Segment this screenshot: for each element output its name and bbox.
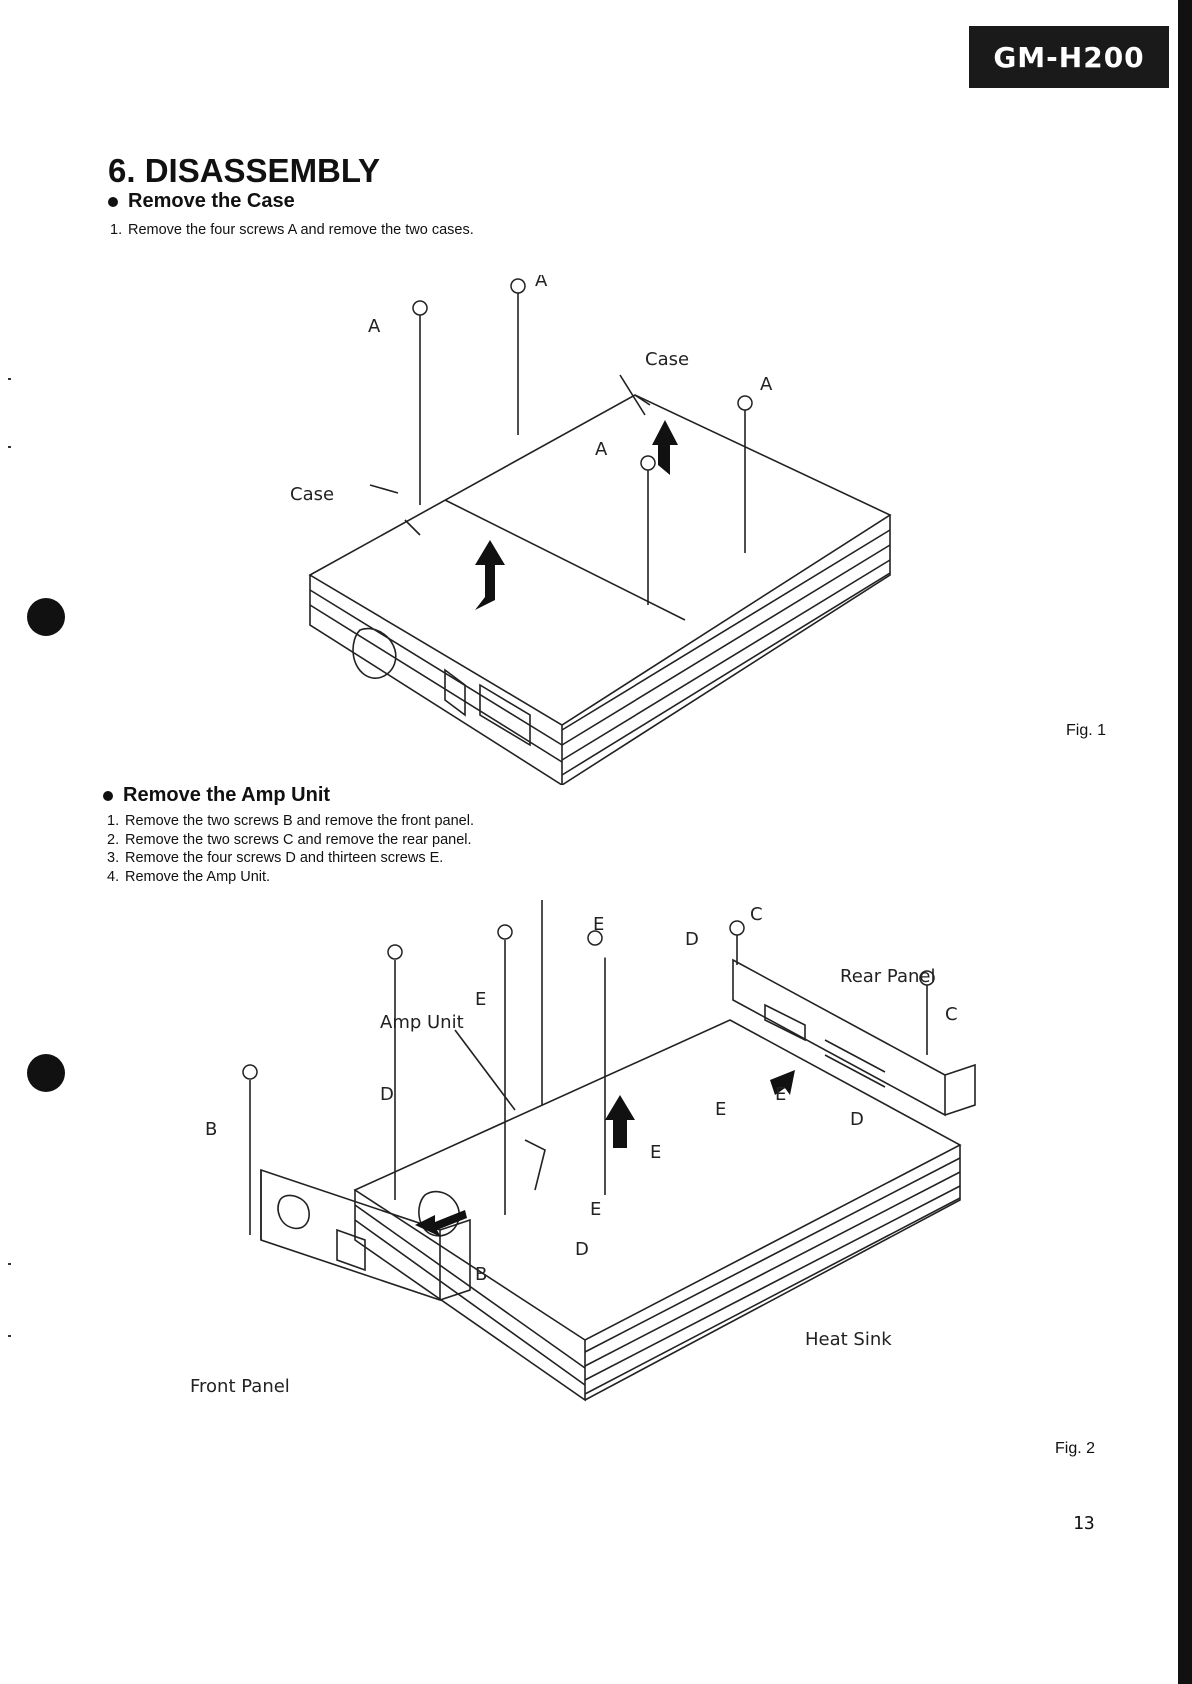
callout-screw-a: A bbox=[595, 439, 608, 460]
margin-tick bbox=[8, 378, 11, 380]
callout-case: Case bbox=[290, 484, 334, 505]
steps-list-amp-unit: 1.Remove the two screws B and remove the… bbox=[107, 812, 474, 886]
figure-1-label: Fig. 1 bbox=[1066, 722, 1107, 739]
callout-screw-d: D bbox=[685, 929, 699, 950]
callout-screw-e: E bbox=[593, 914, 604, 935]
punch-hole bbox=[27, 1054, 65, 1092]
callout-screw-b: B bbox=[475, 1264, 487, 1285]
page-title: 6. DISASSEMBLY bbox=[108, 152, 381, 189]
callout-screw-e: E bbox=[775, 1084, 786, 1105]
callout-screw-b: B bbox=[205, 1119, 217, 1140]
step-text: Remove the two screws B and remove the f… bbox=[125, 813, 474, 829]
callout-heat-sink: Heat Sink bbox=[805, 1329, 892, 1350]
section-heading-amp-unit: Remove the Amp Unit bbox=[103, 784, 330, 807]
callout-screw-a: A bbox=[535, 275, 548, 291]
margin-tick bbox=[8, 446, 11, 448]
figure-1-diagram: A A A A Case Case bbox=[290, 275, 892, 785]
callout-screw-d: D bbox=[575, 1239, 589, 1260]
callout-rear-panel: Rear Panel bbox=[840, 966, 935, 987]
figure-2-label: Fig. 2 bbox=[1055, 1440, 1096, 1457]
margin-tick bbox=[8, 1335, 11, 1337]
step-text: Remove the four screws D and thirteen sc… bbox=[125, 850, 444, 866]
callout-front-panel: Front Panel bbox=[190, 1376, 290, 1397]
bullet-icon bbox=[103, 790, 113, 801]
figure-2-diagram: B B C C D D D D E E E E E E Rear Panel A… bbox=[190, 900, 976, 1402]
callout-screw-c: C bbox=[945, 1004, 958, 1025]
callout-screw-e: E bbox=[650, 1142, 661, 1163]
callout-screw-e: E bbox=[475, 989, 486, 1010]
step-item: 2.Remove the two screws C and remove the… bbox=[107, 831, 472, 848]
section-heading-case: Remove the Case bbox=[108, 190, 295, 213]
page-number: 13 bbox=[1073, 1513, 1095, 1534]
punch-hole bbox=[27, 598, 65, 636]
step-item: 1.Remove the two screws B and remove the… bbox=[107, 813, 474, 829]
section-heading-text: Remove the Case bbox=[128, 190, 295, 212]
callout-screw-c: C bbox=[750, 904, 763, 925]
margin-tick bbox=[8, 1263, 11, 1265]
step-item: 1.Remove the four screws A and remove th… bbox=[110, 222, 474, 238]
callout-screw-e: E bbox=[715, 1099, 726, 1120]
steps-list-case: 1.Remove the four screws A and remove th… bbox=[110, 221, 474, 240]
step-text: Remove the Amp Unit. bbox=[125, 868, 271, 885]
section-heading-text: Remove the Amp Unit bbox=[123, 784, 331, 806]
model-badge: GM-H200 bbox=[969, 26, 1169, 88]
step-item: 4.Remove the Amp Unit. bbox=[107, 868, 271, 885]
page-edge-bar bbox=[1178, 0, 1192, 1684]
callout-case: Case bbox=[645, 349, 689, 370]
callout-screw-a: A bbox=[760, 374, 773, 395]
step-text: Remove the four screws A and remove the … bbox=[128, 222, 474, 238]
callout-screw-d: D bbox=[850, 1109, 864, 1130]
step-text: Remove the two screws C and remove the r… bbox=[125, 831, 472, 848]
callout-amp-unit: Amp Unit bbox=[380, 1012, 464, 1033]
bullet-icon bbox=[108, 196, 118, 207]
step-item: 3.Remove the four screws D and thirteen … bbox=[107, 850, 444, 866]
callout-screw-d: D bbox=[380, 1084, 394, 1105]
callout-screw-e: E bbox=[590, 1199, 601, 1220]
callout-screw-a: A bbox=[368, 316, 381, 337]
model-name: GM-H200 bbox=[993, 40, 1145, 74]
